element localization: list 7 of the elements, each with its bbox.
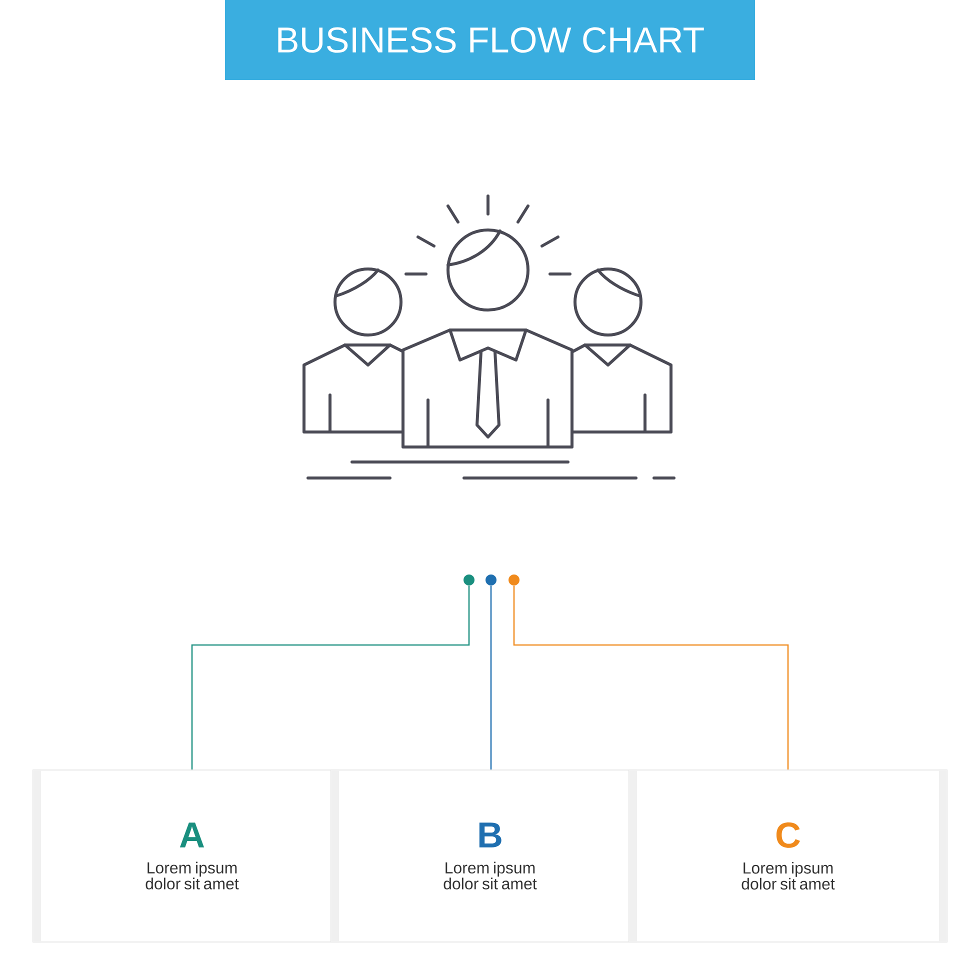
step-card: A Lorem ipsum dolor sit amet [32,770,352,942]
step-card: B Lorem ipsum dolor sit amet [330,770,650,942]
connector-dot [508,574,520,586]
connector-dot [464,574,474,586]
connector-dot [486,574,496,586]
step-card: C Lorem ipsum dolor sit amet [628,770,948,942]
title-banner: BUSINESS FLOW CHART [225,0,755,80]
